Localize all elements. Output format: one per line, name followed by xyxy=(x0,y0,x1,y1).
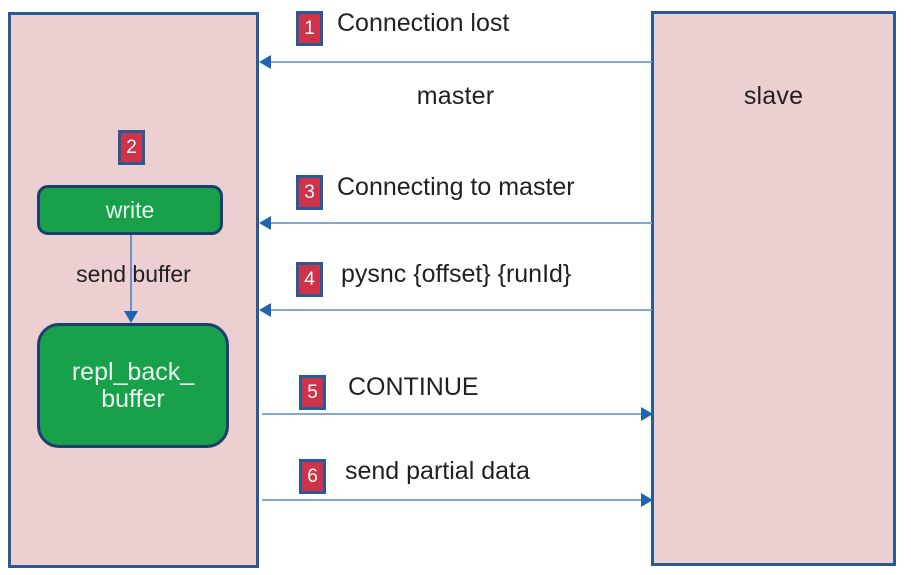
step-badge-3: 3 xyxy=(296,175,323,210)
message-arrowhead-4 xyxy=(259,303,271,317)
message-label-1: Connection lost xyxy=(337,9,510,37)
message-label-5: CONTINUE xyxy=(348,373,479,401)
master-node-box xyxy=(8,12,259,568)
message-line-5 xyxy=(262,413,647,415)
master-node-label: master xyxy=(416,82,495,110)
step-badge-5: 5 xyxy=(299,375,326,410)
repl-back-buffer-label: repl_back_ buffer xyxy=(71,357,195,413)
send-buffer-arrow-line xyxy=(130,235,132,315)
message-line-1 xyxy=(262,61,652,63)
message-arrowhead-3 xyxy=(259,216,271,230)
message-arrowhead-1 xyxy=(259,55,271,69)
step-badge-6: 6 xyxy=(299,459,326,494)
write-box: write xyxy=(37,185,223,235)
message-label-3: Connecting to master xyxy=(337,173,575,201)
message-label-6: send partial data xyxy=(345,457,530,485)
repl-back-buffer-box: repl_back_ buffer xyxy=(37,323,229,448)
write-box-label: write xyxy=(105,196,155,223)
step-badge-1: 1 xyxy=(296,11,323,46)
message-line-6 xyxy=(262,499,647,501)
message-label-4: pysnc {offset} {runId} xyxy=(341,260,572,288)
step-badge-2: 2 xyxy=(118,130,145,165)
send-buffer-arrow-head xyxy=(124,311,138,323)
message-line-4 xyxy=(262,309,652,311)
slave-node-box xyxy=(651,11,896,566)
message-arrowhead-5 xyxy=(641,407,653,421)
message-arrowhead-6 xyxy=(641,493,653,507)
send-buffer-label: send buffer xyxy=(76,261,191,287)
step-badge-4: 4 xyxy=(296,262,323,297)
slave-node-label: slave xyxy=(743,82,804,110)
message-line-3 xyxy=(262,222,652,224)
